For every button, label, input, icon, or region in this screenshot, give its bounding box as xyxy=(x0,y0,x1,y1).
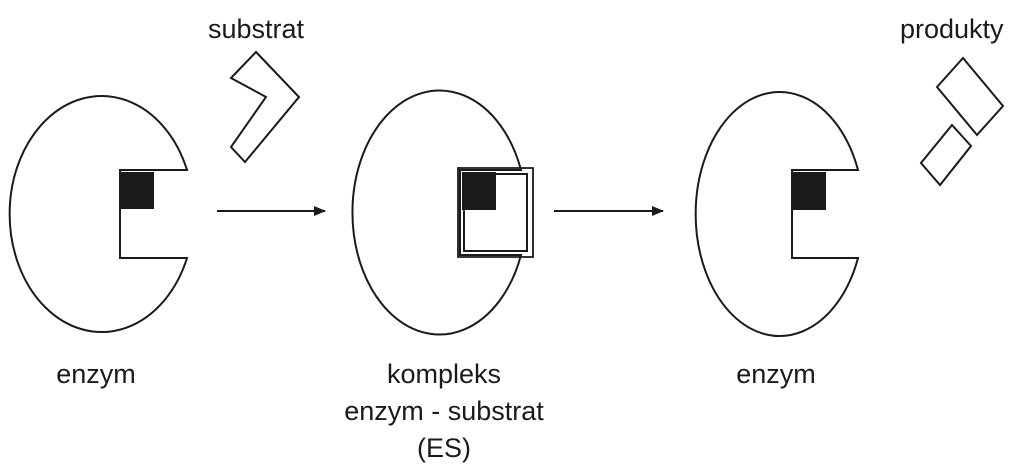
substrate-shape xyxy=(229,50,301,164)
enzyme-1-active-site xyxy=(120,172,154,209)
complex-enzyme-body xyxy=(351,89,523,336)
substrate-label: substrat xyxy=(208,14,305,44)
complex-label-line2: enzym - substrat xyxy=(344,396,544,426)
products-label: produkty xyxy=(900,14,1004,44)
enzyme-1 xyxy=(8,95,189,333)
enzyme-substrate-complex xyxy=(351,89,534,336)
enzyme-2-label: enzym xyxy=(736,359,816,389)
complex-active-site xyxy=(462,172,496,210)
enzyme-2 xyxy=(694,91,860,337)
enzyme-1-body xyxy=(8,95,189,333)
complex-substrate-inner-edge xyxy=(463,173,528,252)
product-shape-2 xyxy=(919,123,973,187)
enzyme-2-active-site xyxy=(792,172,826,210)
product-shape-1 xyxy=(935,56,1005,137)
enzyme-1-label: enzym xyxy=(56,359,136,389)
enzyme-2-body xyxy=(694,91,860,337)
complex-label-line3: (ES) xyxy=(417,433,471,463)
complex-label-line1: kompleks xyxy=(387,359,501,389)
